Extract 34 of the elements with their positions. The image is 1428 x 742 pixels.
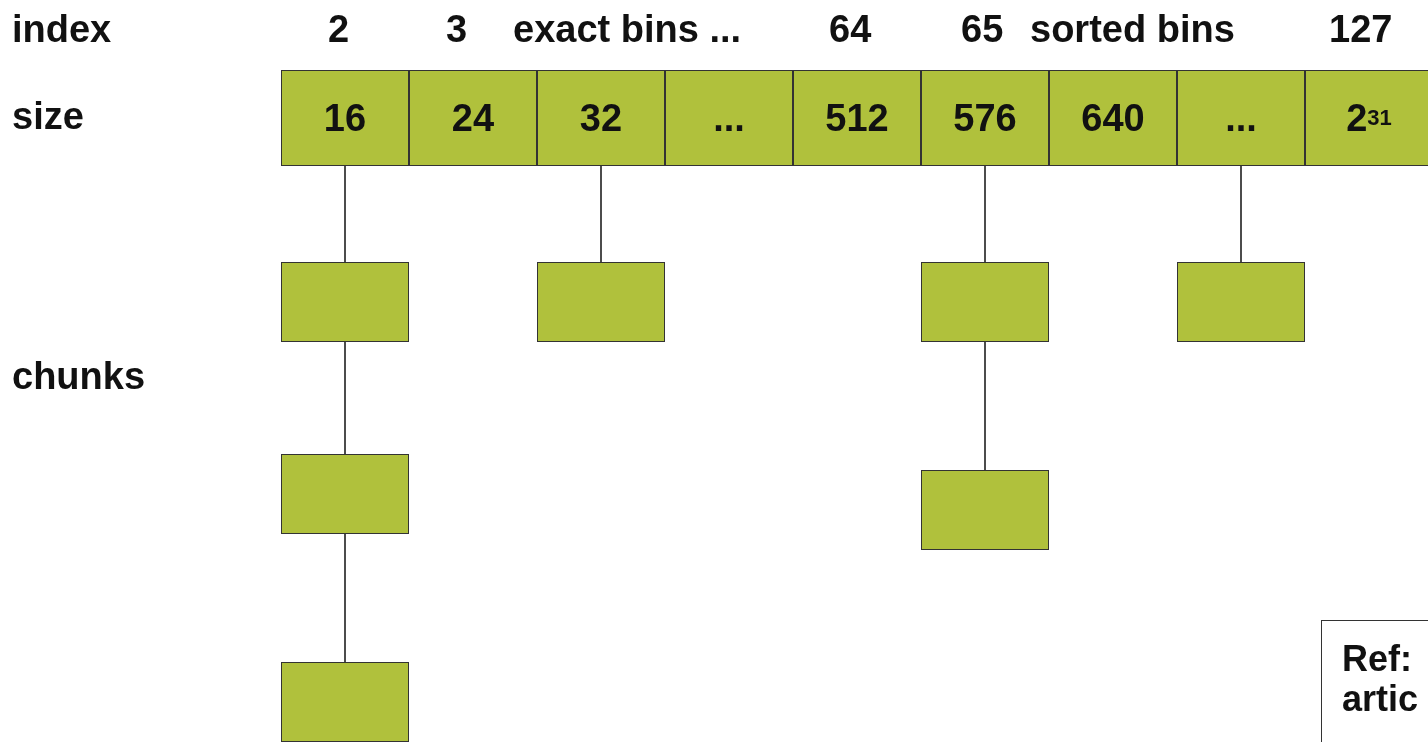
bin-index: 65 xyxy=(961,8,1004,51)
bin-size-cell: 512 xyxy=(793,70,921,166)
row-label: index xyxy=(12,8,112,51)
chunk-box xyxy=(281,454,409,534)
bin-index: 3 xyxy=(446,8,468,51)
chunk-box xyxy=(281,262,409,342)
bin-size-cell: 32 xyxy=(537,70,665,166)
chunk-box xyxy=(281,662,409,742)
bin-size-cell: 16 xyxy=(281,70,409,166)
row-label: chunks xyxy=(12,355,146,398)
bin-size-cell: 576 xyxy=(921,70,1049,166)
bin-index: 64 xyxy=(829,8,872,51)
bin-index: 2 xyxy=(328,8,350,51)
bin-size-cell: ... xyxy=(665,70,793,166)
connector-line xyxy=(344,165,346,263)
bin-size-cell: ... xyxy=(1177,70,1305,166)
row-label: size xyxy=(12,95,84,138)
reference-note: Ref: artic xyxy=(1321,620,1428,742)
chunk-box xyxy=(1177,262,1305,342)
bin-index: 127 xyxy=(1329,8,1393,51)
chunk-box xyxy=(537,262,665,342)
bin-size-cell: 640 xyxy=(1049,70,1177,166)
connector-line xyxy=(984,341,986,471)
bin-group-label: exact bins ... xyxy=(513,8,742,51)
chunk-box xyxy=(921,262,1049,342)
bin-size-cell: 24 xyxy=(409,70,537,166)
chunk-box xyxy=(921,470,1049,550)
connector-line xyxy=(600,165,602,263)
connector-line xyxy=(1240,165,1242,263)
connector-line xyxy=(344,341,346,455)
bin-group-label: sorted bins xyxy=(1030,8,1235,51)
connector-line xyxy=(344,533,346,663)
connector-line xyxy=(984,165,986,263)
bin-size-cell: 2$^{31}$ xyxy=(1305,70,1428,166)
